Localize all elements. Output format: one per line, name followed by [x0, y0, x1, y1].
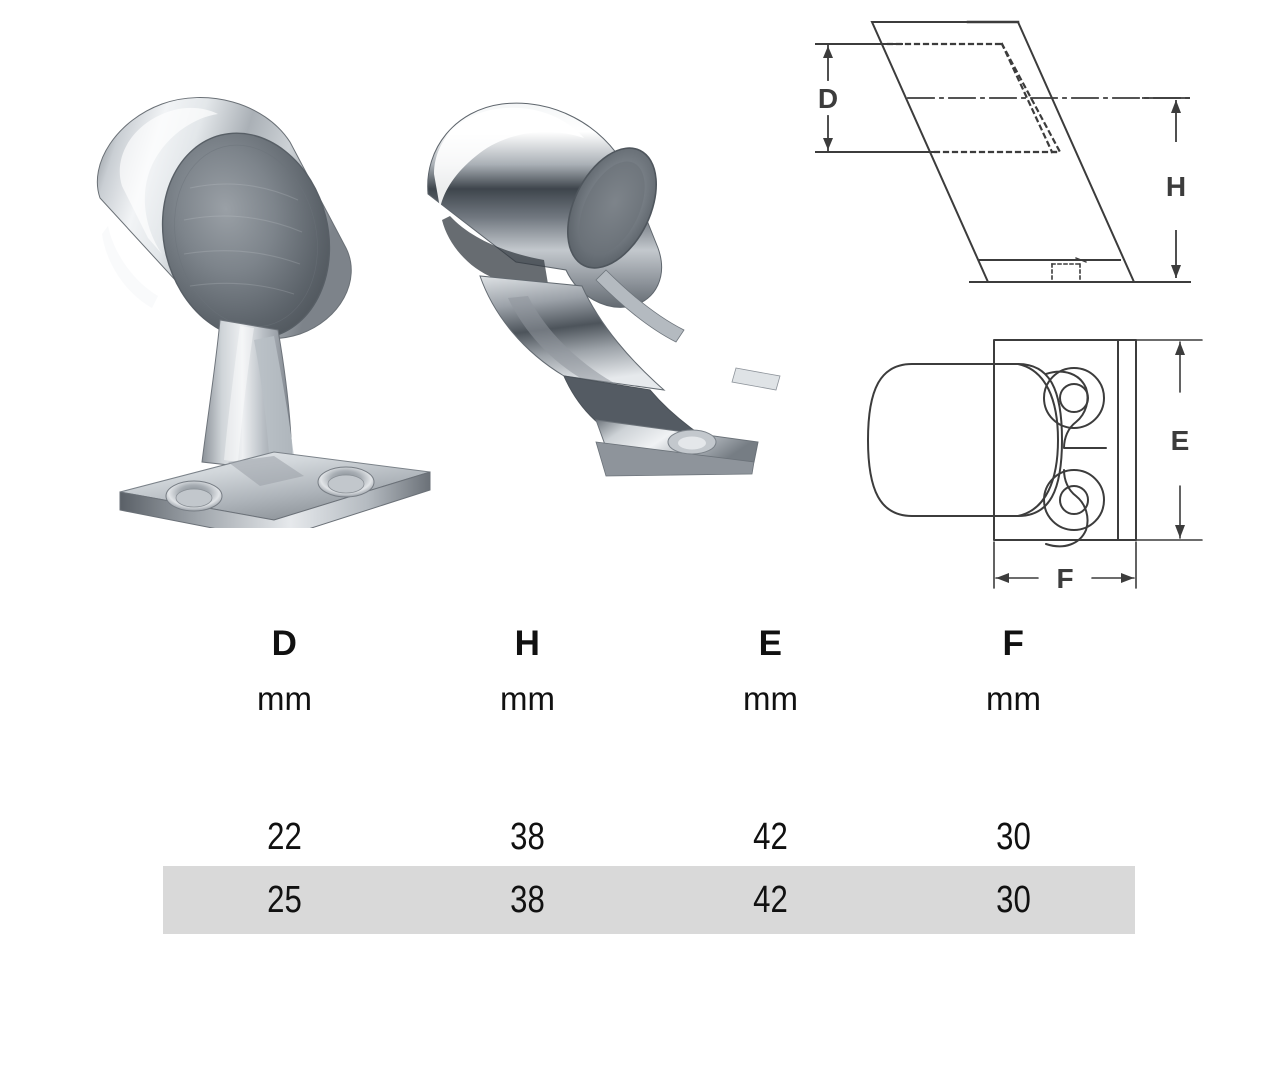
cell-d: 22: [267, 815, 302, 858]
header-unit-d: mm: [257, 680, 312, 717]
table-row: 25 38 42 30: [163, 866, 1135, 934]
header-letter-f: F: [1002, 624, 1025, 663]
dimension-label-h: H: [1166, 171, 1186, 202]
table-header-units: mm mm mm mm: [163, 668, 1135, 730]
cell-f: 30: [996, 815, 1031, 858]
header-letter-d: D: [271, 624, 298, 663]
header-letter-h: H: [514, 624, 541, 663]
spacer-cell: [406, 730, 649, 808]
header-unit-h: mm: [500, 680, 555, 717]
header-unit-e: mm: [743, 680, 798, 717]
cell-f: 30: [996, 878, 1031, 921]
dimension-table: D H E F mm mm mm mm 22: [163, 620, 1135, 934]
table-header-letters: D H E F: [163, 620, 1135, 668]
header-unit-f: mm: [986, 680, 1041, 717]
spacer-cell: [649, 730, 892, 808]
spacer-cell: [163, 730, 406, 808]
dimension-label-e: E: [1171, 425, 1190, 456]
header-letter-e: E: [758, 624, 783, 663]
cell-h: 38: [510, 878, 545, 921]
dimension-label-d: D: [818, 83, 838, 114]
table-spacer-row: [163, 730, 1135, 808]
cell-d: 25: [267, 878, 302, 921]
product-photo-perspective: [78, 58, 438, 528]
screw-hole: [317, 466, 375, 498]
drawing-plan-view: E F: [850, 320, 1267, 610]
screw-hole: [165, 480, 223, 512]
spacer-cell: [892, 730, 1135, 808]
spec-table: D H E F mm mm mm mm 22: [163, 620, 1135, 934]
cell-e: 42: [753, 815, 788, 858]
product-photo-side: [420, 90, 790, 490]
cell-h: 38: [510, 815, 545, 858]
dimension-label-f: F: [1056, 563, 1073, 594]
table-row: 22 38 42 30: [163, 808, 1135, 866]
cell-e: 42: [753, 878, 788, 921]
drawing-side-elevation: D H: [790, 0, 1267, 320]
